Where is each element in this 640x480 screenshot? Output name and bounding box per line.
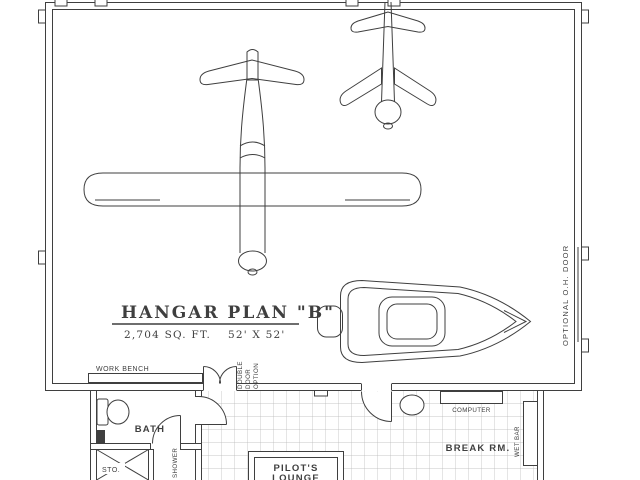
bath-partition-wall: [195, 424, 202, 480]
toilet-tank: [96, 398, 109, 426]
door-swing-arc: [198, 396, 227, 425]
pilots-lounge-table: PILOT'S LOUNGE: [248, 451, 344, 480]
column-mark: [94, 0, 108, 7]
canopy-line: [239, 141, 266, 147]
computer-label: COMPUTER: [452, 407, 491, 414]
fuselage-left: [381, 1, 386, 103]
break-room-label: BREAK RM.: [446, 443, 511, 454]
storage-closet: STO.: [96, 449, 149, 480]
left-wing: [339, 67, 382, 106]
gunwale: [347, 286, 517, 357]
door-swing-clear: [198, 396, 227, 425]
right-exterior-wall: [537, 390, 544, 480]
door-swing-arc: [203, 366, 221, 384]
column-mark: [581, 9, 589, 24]
work-bench: [88, 373, 203, 383]
optional-oh-door-label: OPTIONAL O.H. DOOR: [561, 245, 570, 346]
desk-chair: [399, 394, 425, 416]
wet-bar-counter: [523, 401, 538, 466]
computer-desk: [440, 391, 503, 404]
double-door-opening: [203, 382, 237, 392]
pilots-lounge-label-1: PILOT'S: [274, 463, 319, 474]
door-swing-clear: [361, 391, 392, 422]
airplane-small: [339, 1, 437, 130]
door-swing-arc: [219, 366, 237, 384]
lounge-door-opening: [361, 382, 392, 392]
column-mark: [38, 9, 46, 24]
wet-bar-label: WET BAR: [514, 426, 521, 457]
bath-partition-stub: [195, 390, 202, 397]
column-mark: [38, 250, 46, 265]
console-outer: [378, 296, 446, 347]
wall-post: [314, 390, 328, 397]
double-door-label-1: DOUBLE: [237, 361, 244, 389]
toilet: [96, 398, 130, 426]
wall-columns: [38, 0, 589, 353]
double-door: DOUBLE DOOR OPTION: [203, 361, 260, 389]
hull: [340, 279, 532, 364]
right-wing: [394, 67, 437, 106]
door-swing-arc: [152, 415, 181, 444]
fuselage-right: [390, 1, 395, 103]
work-bench-label: WORK BENCH: [96, 366, 149, 373]
canopy-line: [239, 154, 266, 159]
table-inner: [254, 457, 338, 480]
tail-stabilizer: [350, 11, 426, 33]
hangar-inner-wall: [52, 9, 575, 384]
bath-bottom-wall: [180, 443, 202, 450]
lower-section: BATH STO. SHOWER PILOT'S LOUNGE COMPUTER…: [90, 390, 544, 480]
propeller-spinner: [383, 122, 393, 130]
column-mark: [345, 0, 359, 7]
outboard-motor: [317, 305, 343, 338]
bath-label: BATH: [135, 424, 165, 435]
title-block: HANGAR PLAN "B" 2,704 SQ. FT. 52' X 52': [112, 303, 335, 341]
plan-dimensions: 52' X 52': [228, 329, 285, 341]
main-wing: [83, 172, 422, 207]
bath-bottom-wall: [90, 443, 151, 450]
sink: [97, 430, 105, 443]
double-door-label-2: DOOR: [245, 369, 252, 389]
shower-label: SHOWER: [172, 448, 179, 478]
storage-label: STO.: [102, 467, 120, 474]
toilet-bowl: [106, 399, 130, 425]
double-door-label-3: OPTION: [253, 363, 260, 389]
table-outer: [248, 451, 344, 480]
boat: [317, 279, 532, 364]
engine-cowl: [238, 250, 267, 272]
plan-title: HANGAR PLAN "B": [121, 303, 335, 323]
storage-partition-wall: [148, 449, 154, 480]
tail-fin: [246, 49, 259, 81]
door-swing-arc: [361, 391, 392, 422]
hangar-walls: [45, 2, 582, 392]
column-mark: [387, 0, 401, 7]
bow-detail: [503, 310, 528, 333]
hangar-outer-wall: [45, 2, 582, 391]
column-mark: [581, 338, 589, 353]
column-mark: [54, 0, 68, 7]
fuselage-right: [257, 77, 266, 253]
propeller-spinner: [247, 268, 258, 276]
engine-cowl: [374, 99, 402, 125]
pilots-lounge-label-2: LOUNGE: [272, 473, 320, 480]
plan-area: 2,704 SQ. FT.: [124, 329, 211, 341]
left-exterior-wall: [90, 390, 97, 480]
column-mark: [581, 246, 589, 261]
tail-stabilizer: [199, 59, 305, 86]
fuselage-left: [239, 77, 248, 253]
console-inner: [386, 303, 438, 340]
label-backing: [100, 463, 125, 474]
airplane-large: [83, 49, 422, 276]
